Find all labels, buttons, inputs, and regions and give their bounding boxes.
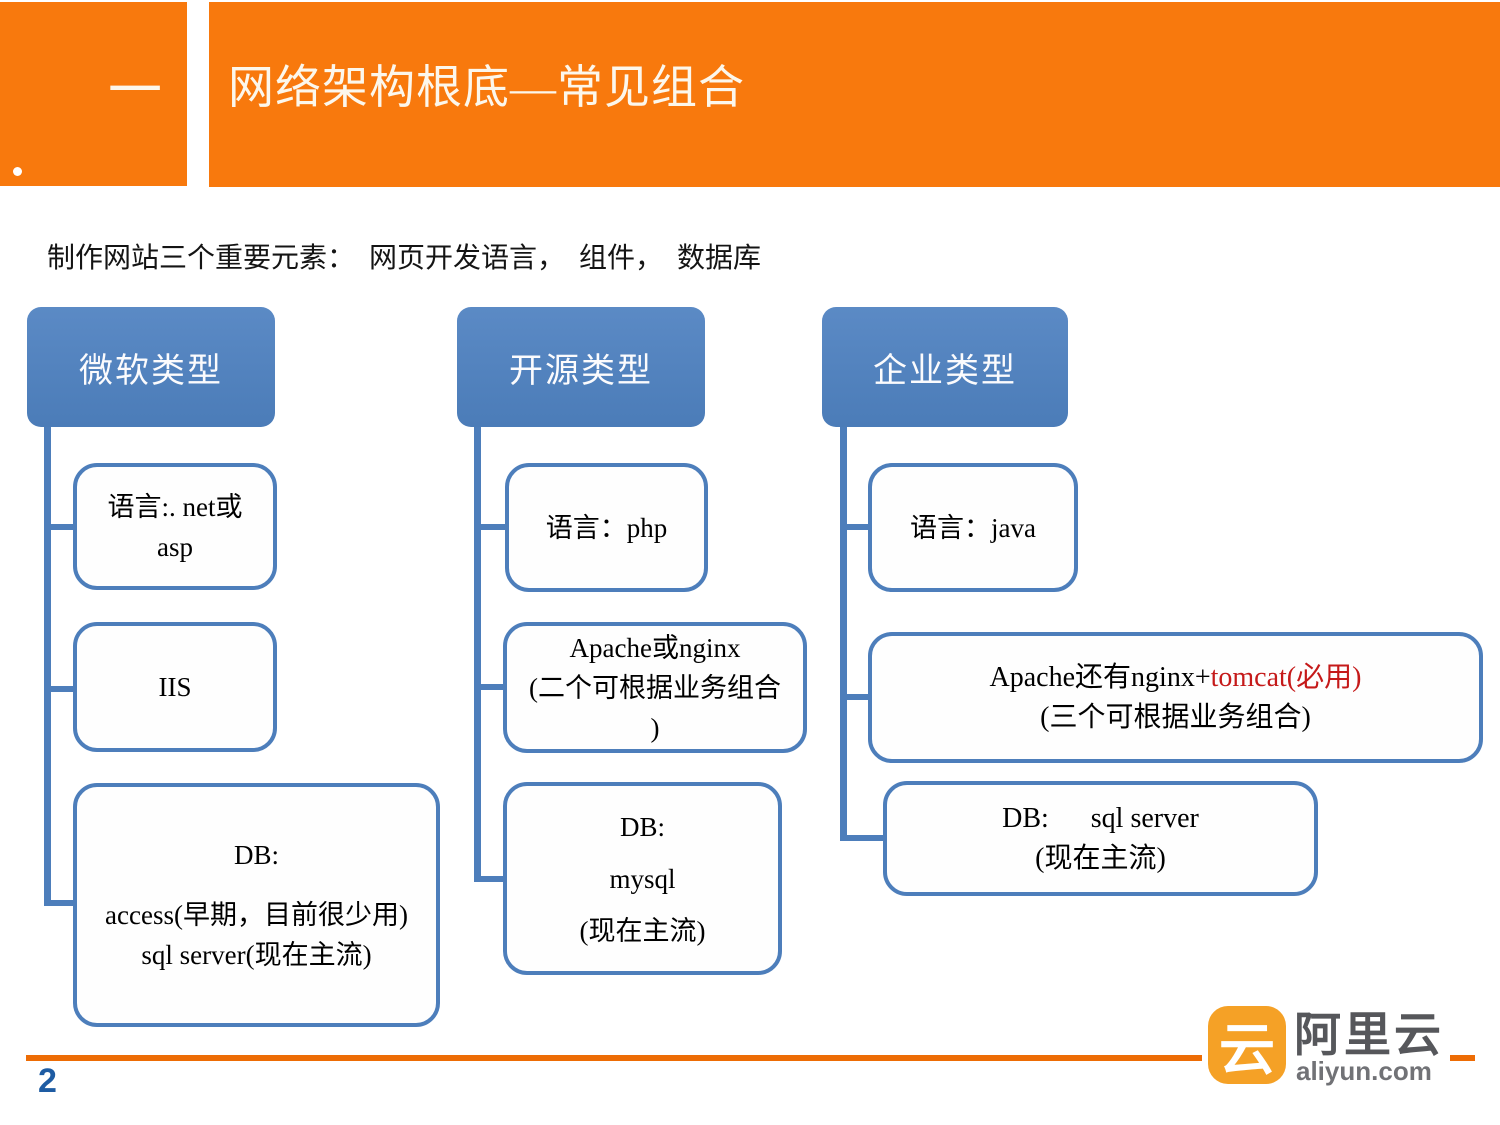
box-line: (现在主流)	[1035, 842, 1166, 874]
intro-text: 制作网站三个重要元素： 网页开发语言， 组件， 数据库	[47, 243, 762, 274]
box-line: IIS	[158, 672, 192, 702]
connector-trunk-microsoft	[44, 427, 51, 906]
box-line: (现在主流)	[579, 915, 706, 946]
node-os-webserver: Apache或nginx (二个可根据业务组合 )	[503, 622, 807, 753]
slide-title: 网络架构根底—常见组合	[228, 62, 745, 113]
connector-stub	[49, 900, 75, 906]
box-line: DB:	[233, 840, 279, 870]
box-line: DB:	[619, 811, 665, 842]
aliyun-cloud-icon: 云	[1208, 1006, 1286, 1084]
box-line: asp	[157, 531, 193, 562]
box-line: 语言：java	[910, 512, 1036, 543]
connector-trunk-enterprise	[840, 427, 847, 841]
node-ent-database: DB: sql server (现在主流)	[883, 781, 1318, 896]
connector-stub	[479, 684, 505, 690]
connector-stub	[845, 835, 885, 841]
cloud-glyph: 云	[1219, 1019, 1275, 1082]
box-line: DB: sql server	[1002, 802, 1199, 834]
connector-stub	[479, 524, 507, 530]
tree-header-opensource: 开源类型	[457, 307, 705, 427]
footer-divider-line	[26, 1055, 1475, 1061]
header-section-block: 一	[0, 2, 187, 186]
node-os-database: DB: mysql (现在主流)	[503, 782, 782, 975]
aliyun-logo-chinese: 阿里云	[1294, 1008, 1444, 1061]
connector-trunk-opensource	[474, 427, 481, 882]
connector-stub	[49, 686, 75, 692]
box-line: Apache还有nginx+tomcat(必用)	[990, 658, 1362, 698]
box-line: sql server(现在主流)	[141, 940, 372, 970]
page-number: 2	[38, 1062, 57, 1100]
tree-header-microsoft: 微软类型	[27, 307, 275, 427]
header-title-bar: 网络架构根底—常见组合	[209, 2, 1500, 187]
section-number: 一	[108, 61, 162, 121]
box-line: (三个可根据业务组合)	[1040, 701, 1311, 733]
connector-stub	[49, 524, 75, 530]
connector-stub	[479, 876, 505, 882]
tree-header-enterprise: 企业类型	[822, 307, 1068, 427]
webserver-black-text: Apache还有nginx+	[989, 661, 1211, 693]
box-line: 语言:. net或	[107, 491, 243, 522]
connector-stub	[845, 524, 870, 530]
node-ent-webserver: Apache还有nginx+tomcat(必用) (三个可根据业务组合)	[868, 632, 1483, 763]
box-line: access(早期，目前很少用)	[105, 900, 408, 930]
node-os-language: 语言：php	[505, 463, 708, 592]
aliyun-logo: 云 阿里云 aliyun.com	[1202, 982, 1450, 1114]
webserver-red-text: tomcat(必用)	[1210, 661, 1362, 693]
node-ms-language: 语言:. net或 asp	[73, 463, 277, 590]
node-ms-webserver: IIS	[73, 622, 277, 752]
box-line: )	[650, 712, 660, 743]
connector-stub	[845, 694, 870, 700]
box-line: 语言：php	[545, 512, 668, 543]
box-line: Apache或nginx	[569, 632, 741, 663]
node-ms-database: DB: access(早期，目前很少用) sql server(现在主流)	[73, 783, 440, 1027]
aliyun-logo-domain: aliyun.com	[1296, 1056, 1432, 1086]
box-line: (二个可根据业务组合	[529, 672, 781, 703]
node-ent-language: 语言：java	[868, 463, 1078, 592]
bullet-dot	[13, 167, 22, 176]
box-line: mysql	[609, 863, 676, 894]
